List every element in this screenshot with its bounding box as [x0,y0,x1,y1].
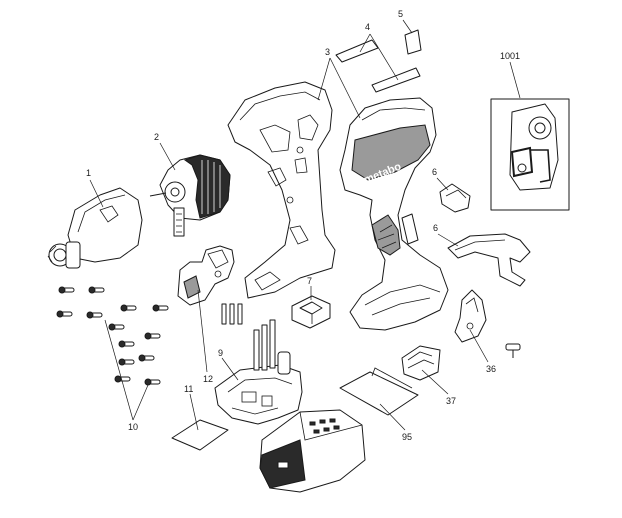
part-37-block [401,345,441,381]
part-3-housing-left [227,81,336,299]
callout-36: 36 [486,364,496,374]
part-2-motor [149,154,231,237]
callout-3: 3 [325,47,330,57]
part-11-thin-plate [171,419,229,451]
callout-4: 4 [365,22,370,32]
inset-detail-1001 [490,98,570,211]
part-10-screws [56,286,169,386]
part-9-electronics-board [214,319,303,425]
part-4-label-strips [335,39,421,93]
callout-11: 11 [184,384,193,394]
part-small-screw [505,343,521,358]
callout-9: 9 [218,348,223,358]
part-7-switch-block [291,295,331,329]
callout-6-lower: 6 [433,223,438,233]
callout-2: 2 [154,132,159,142]
part-36-clip [454,289,487,343]
callout-7: 7 [307,276,312,286]
callout-5: 5 [398,9,403,19]
callout-37: 37 [446,396,456,406]
callout-10: 10 [128,422,138,432]
part-1-gear-housing [47,187,143,269]
part-95-plate [339,367,419,416]
callout-12: 12 [203,374,213,384]
part-6-bracket [447,233,531,287]
leader-lines [89,19,521,431]
callout-1: 1 [86,168,91,178]
part-6-switch-button [439,183,471,213]
callout-6-upper: 6 [432,167,437,177]
callout-1001: 1001 [500,51,520,61]
battery-pack [259,409,366,493]
part-5-small-plate [404,29,422,55]
callout-labels: 1 2 3 4 5 6 6 7 9 10 11 12 36 37 95 1001 [86,9,520,442]
part-12-switch-assembly [177,245,243,325]
part-3-housing-right: metabo [339,97,449,331]
callout-95: 95 [402,432,412,442]
